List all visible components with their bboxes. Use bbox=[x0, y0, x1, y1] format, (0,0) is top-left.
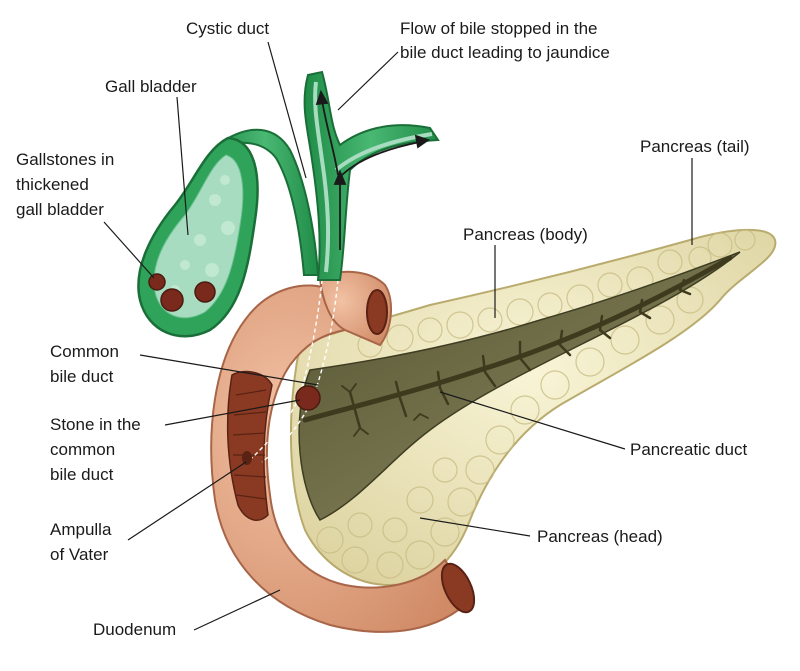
label-ampulla-line1: Ampulla bbox=[50, 520, 112, 539]
label-common-bile-duct: Common bile duct bbox=[50, 342, 124, 386]
gallstone bbox=[148, 273, 166, 291]
duodenum-wall bbox=[210, 284, 472, 633]
leader-gallstones bbox=[103, 221, 155, 279]
leader-common-bile-duct bbox=[139, 354, 319, 386]
label-pancreas-tail: Pancreas (tail) bbox=[640, 137, 750, 156]
pancreas bbox=[289, 228, 777, 587]
label-ampulla-line2: of Vater bbox=[50, 545, 109, 564]
label-stone-line1: Stone in the bbox=[50, 415, 141, 434]
leader-stone bbox=[164, 399, 301, 426]
gallstone bbox=[194, 281, 216, 303]
leader-gall-bladder bbox=[176, 96, 189, 236]
pancreas-lobules bbox=[316, 229, 756, 579]
label-gallstones: Gallstones in thickened gall bladder bbox=[16, 150, 119, 219]
common-bile-duct bbox=[251, 279, 339, 463]
pancreatic-duct bbox=[302, 255, 733, 437]
label-flow-of-bile-line1: Flow of bile stopped in the bbox=[400, 19, 598, 38]
gallstones bbox=[148, 273, 216, 312]
duodenum bbox=[210, 270, 476, 633]
duodenum-upper-lumen bbox=[366, 289, 388, 335]
label-ampulla-of-vater: Ampulla of Vater bbox=[50, 520, 116, 564]
leader-lines bbox=[103, 41, 693, 631]
duodenum-inner-lumen bbox=[226, 370, 273, 521]
label-flow-of-bile-line2: bile duct leading to jaundice bbox=[400, 43, 610, 62]
biliary-tree bbox=[137, 70, 440, 338]
label-stone-in-common-bile-duct: Stone in the common bile duct bbox=[50, 415, 145, 484]
duodenum-lower-lumen bbox=[440, 562, 476, 614]
label-cystic-duct: Cystic duct bbox=[186, 19, 269, 38]
label-gall-bladder: Gall bladder bbox=[105, 77, 197, 96]
hepatic-duct bbox=[303, 70, 440, 281]
stone-in-common-bile-duct bbox=[295, 385, 321, 411]
hepatic-duct-lumen bbox=[313, 81, 433, 273]
leader-pancreatic-duct bbox=[439, 391, 626, 450]
ampulla-of-vater bbox=[242, 451, 252, 465]
label-stone-line2: common bbox=[50, 440, 115, 459]
bile-flow-arrows bbox=[315, 89, 430, 250]
leader-flow-of-bile bbox=[337, 51, 399, 111]
label-common-bile-duct-line2: bile duct bbox=[50, 367, 114, 386]
pancreas-cut-section bbox=[298, 251, 741, 521]
leader-pancreas-head bbox=[419, 517, 531, 537]
gallstone bbox=[160, 288, 184, 312]
pancreas-tissue bbox=[289, 228, 777, 587]
label-common-bile-duct-line1: Common bbox=[50, 342, 119, 361]
label-flow-of-bile: Flow of bile stopped in the bile duct le… bbox=[400, 19, 610, 62]
leader-cystic-duct bbox=[267, 41, 307, 179]
label-stone-line3: bile duct bbox=[50, 465, 114, 484]
labels: Cystic duct Flow of bile stopped in the … bbox=[16, 19, 750, 639]
label-gallstones-line3: gall bladder bbox=[16, 200, 104, 219]
label-pancreas-body: Pancreas (body) bbox=[463, 225, 588, 244]
label-gallstones-line1: Gallstones in bbox=[16, 150, 114, 169]
label-gallstones-line2: thickened bbox=[16, 175, 89, 194]
label-duodenum: Duodenum bbox=[93, 620, 176, 639]
leader-ampulla bbox=[127, 461, 247, 541]
label-pancreas-head: Pancreas (head) bbox=[537, 527, 663, 546]
leader-duodenum bbox=[193, 589, 281, 631]
label-pancreatic-duct: Pancreatic duct bbox=[630, 440, 747, 459]
